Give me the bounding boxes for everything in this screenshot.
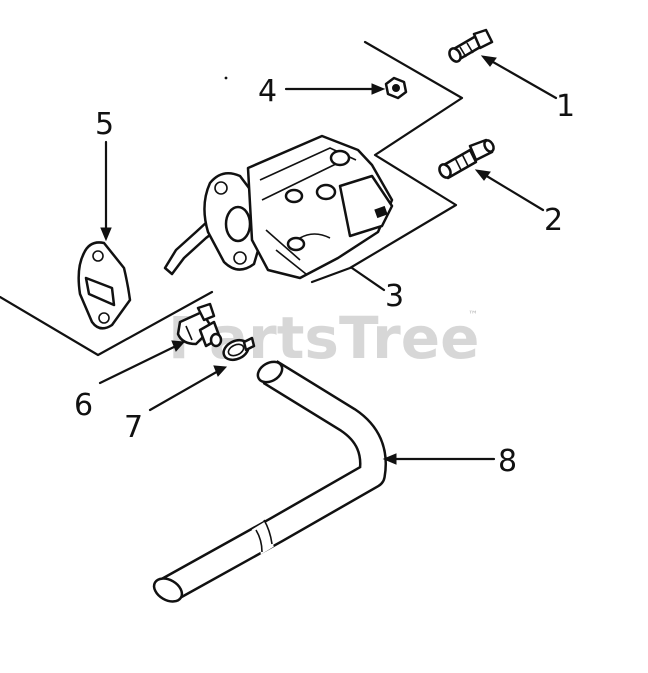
watermark-trademark: ™ <box>468 310 478 321</box>
callout-2: 2 <box>544 203 563 238</box>
part-2-fitting <box>438 138 495 180</box>
callout-8: 8 <box>498 444 517 479</box>
callout-3: 3 <box>385 279 404 314</box>
callout-1: 1 <box>556 89 575 124</box>
callout-6: 6 <box>74 388 93 423</box>
leader-lines <box>98 55 558 465</box>
callout-labels: 1 2 3 4 5 6 7 8 <box>74 74 575 479</box>
callout-7: 7 <box>124 410 143 445</box>
callout-5: 5 <box>95 107 114 142</box>
outline-dot <box>224 76 228 80</box>
part-1-fitting <box>448 28 494 63</box>
engine-outline <box>0 40 464 357</box>
part-7-clamp <box>222 336 256 362</box>
part-5-gasket <box>77 241 132 330</box>
part-4-nut <box>384 76 408 100</box>
part-3-fuel-pump <box>163 134 394 280</box>
callout-4: 4 <box>258 74 277 109</box>
part-6-elbow <box>176 302 223 348</box>
part-8-fuel-hose <box>152 360 387 603</box>
